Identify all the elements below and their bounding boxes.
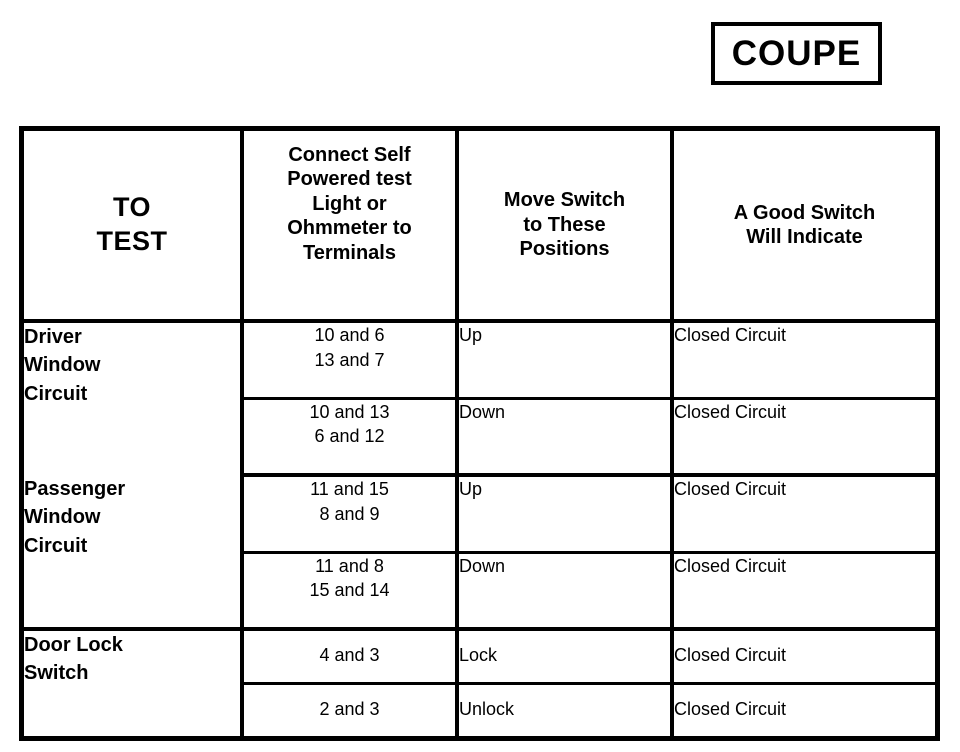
cell-indication: Closed Circuit [672,683,935,737]
header-cell-terminals: Connect Self Powered test Light or Ohmme… [242,131,459,323]
cell-switch-position: Unlock [457,683,674,737]
header-to-test-inner: TO TEST [24,131,240,319]
header-cell-to-test: TO TEST [24,131,244,323]
group-label-door-lock: Door Lock Switch [24,629,244,737]
header-indication-inner: A Good Switch Will Indicate [674,131,935,319]
switch-position-text: Up [459,325,483,345]
cell-terminals: 2 and 3 [242,683,459,737]
header-label-terminals: Connect Self Powered test Light or Ohmme… [287,144,412,264]
table-row: Driver Window Circuit 10 and 6 13 and 7 … [24,321,935,475]
indication-text: Closed Circuit [674,401,787,422]
header-cell-indication: A Good Switch Will Indicate [672,131,935,323]
group-label-text: Door Lock Switch [24,634,123,685]
coupe-title-label: COUPE [731,34,862,73]
indication-text: Closed Circuit [674,325,787,345]
cell-terminals: 4 and 3 [242,629,459,685]
switch-position-text: Down [459,401,506,422]
cell-switch-position: Up [457,321,674,400]
cell-terminals: 10 and 6 13 and 7 [242,321,459,400]
terminals-text: 2 and 3 [319,698,380,719]
switch-position-text: Up [459,479,483,499]
terminals-text: 10 and 6 13 and 7 [314,325,385,370]
cell-terminals: 11 and 8 15 and 14 [242,552,459,631]
indication-text: Closed Circuit [674,555,787,576]
header-label-to-test: TO TEST [96,192,168,256]
cell-terminals: 10 and 13 6 and 12 [242,398,459,477]
terminals-text: 11 and 8 15 and 14 [309,555,390,601]
cell-indication: Closed Circuit [672,629,935,685]
group-label-driver: Driver Window Circuit [24,321,244,475]
header-label-indication: A Good Switch Will Indicate [733,201,876,248]
cell-switch-position: Down [457,398,674,477]
switch-test-table: TO TEST Connect Self Powered test Light … [19,126,940,741]
test-grid: TO TEST Connect Self Powered test Light … [24,131,935,737]
table-row: 11 and 8 15 and 14 Down Closed Circuit [24,552,935,631]
indication-text: Closed Circuit [674,479,787,499]
cell-indication: Closed Circuit [672,321,935,400]
switch-position-text: Lock [459,645,498,665]
table-header-row: TO TEST Connect Self Powered test Light … [24,131,935,323]
cell-terminals: 11 and 15 8 and 9 [242,475,459,554]
switch-position-text: Down [459,555,506,576]
header-switch-position-inner: Move Switch to These Positions [459,131,670,319]
indication-text: Closed Circuit [674,645,787,665]
cell-indication: Closed Circuit [672,475,935,554]
cell-indication: Closed Circuit [672,398,935,477]
cell-indication: Closed Circuit [672,552,935,631]
group-label-text: Driver Window Circuit [24,326,101,405]
coupe-title-box: COUPE [711,22,882,85]
indication-text: Closed Circuit [674,698,787,719]
table-row: Door Lock Switch 4 and 3 Lock Closed Cir… [24,629,935,737]
table-row: Passenger Window Circuit 11 and 15 8 and… [24,475,935,631]
cell-switch-position: Down [457,552,674,631]
terminals-text: 10 and 13 6 and 12 [309,401,390,447]
terminals-text: 4 and 3 [319,645,380,665]
terminals-text: 11 and 15 8 and 9 [310,479,389,524]
header-cell-switch-position: Move Switch to These Positions [457,131,674,323]
header-label-switch-position: Move Switch to These Positions [503,189,626,261]
group-label-passenger: Passenger Window Circuit [24,475,244,631]
switch-position-text: Unlock [459,698,515,719]
header-terminals-inner: Connect Self Powered test Light or Ohmme… [244,131,455,319]
cell-switch-position: Lock [457,629,674,685]
cell-switch-position: Up [457,475,674,554]
group-label-text: Passenger Window Circuit [24,478,126,557]
table-row: 10 and 13 6 and 12 Down Closed Circuit [24,398,935,477]
table-row: 2 and 3 Unlock Closed Circuit [24,683,935,737]
